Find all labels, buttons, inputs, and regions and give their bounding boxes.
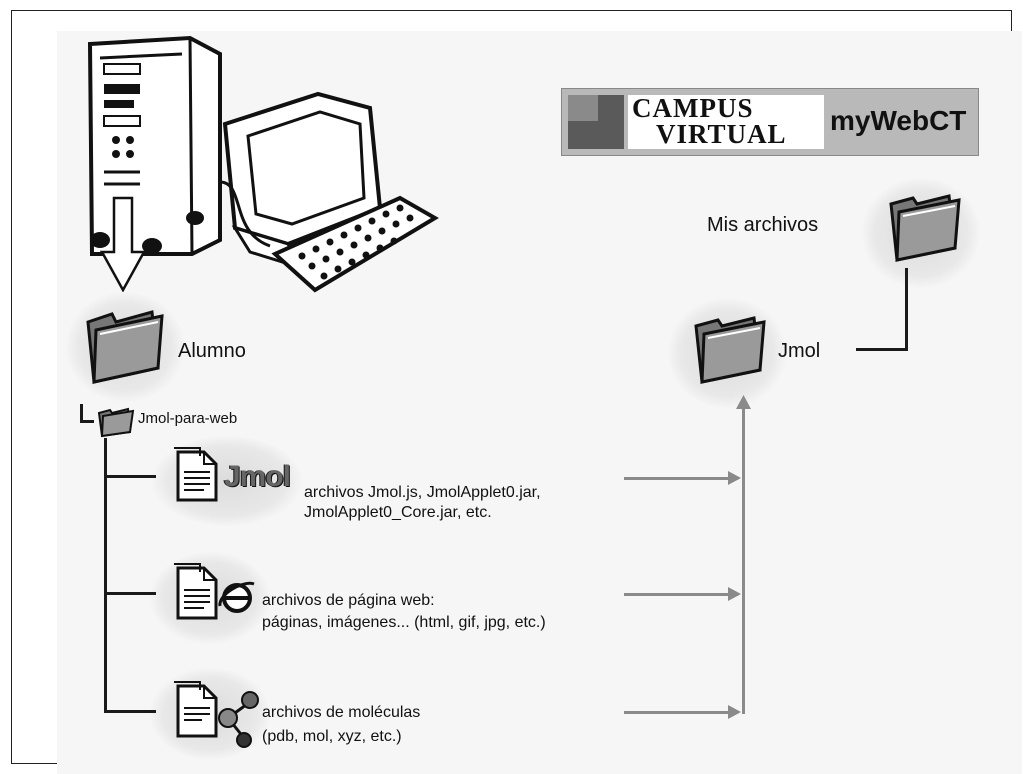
arrow-down-icon bbox=[100, 196, 146, 292]
logo-virtual: VIRTUAL bbox=[656, 119, 787, 149]
mis-archivos-label: Mis archivos bbox=[707, 214, 819, 236]
alumno-label: Alumno bbox=[178, 340, 246, 362]
logo-mark-light bbox=[568, 95, 598, 121]
document-icon bbox=[174, 447, 218, 502]
logo-text-panel bbox=[628, 95, 824, 149]
upload-arrow-line bbox=[624, 593, 738, 596]
arrow-right-icon bbox=[728, 587, 741, 601]
item-jmol-files-line1: archivos Jmol.js, JmolApplet0.jar, bbox=[304, 484, 541, 501]
item-molecule-files-line2: (pdb, mol, xyz, etc.) bbox=[262, 728, 402, 745]
arrow-right-icon bbox=[728, 471, 741, 485]
collector-line bbox=[742, 408, 745, 714]
tree-line bbox=[104, 438, 107, 713]
tree-line bbox=[80, 404, 83, 422]
logo-campus: CAMPUS bbox=[632, 93, 754, 123]
logo-mywebct: myWebCT bbox=[830, 105, 967, 136]
upload-arrow-line bbox=[624, 477, 738, 480]
item-web-files-line1: archivos de página web: bbox=[262, 592, 435, 609]
jmol-folder-label: Jmol bbox=[778, 340, 821, 362]
tree-branch bbox=[104, 592, 156, 595]
molecule-icon bbox=[218, 691, 259, 748]
item-web-files-line2: páginas, imágenes... (html, gif, jpg, et… bbox=[262, 614, 546, 631]
arrow-up-icon bbox=[736, 395, 751, 409]
tree-line bbox=[80, 420, 94, 423]
arrow-right-icon bbox=[728, 705, 741, 719]
upload-arrow-line bbox=[624, 711, 738, 714]
document-icon bbox=[174, 681, 218, 738]
tree-branch bbox=[104, 475, 156, 478]
folder-icon bbox=[86, 310, 164, 384]
connector-line bbox=[905, 268, 908, 351]
document-icon bbox=[174, 563, 218, 620]
folder-icon bbox=[97, 407, 135, 438]
internet-explorer-icon bbox=[218, 581, 255, 613]
folder-icon bbox=[889, 194, 961, 262]
item-jmol-files-line2: JmolApplet0_Core.jar, etc. bbox=[304, 504, 492, 521]
connector-line bbox=[856, 348, 908, 351]
jmol-logo-text: Jmol bbox=[224, 460, 291, 493]
campus-virtual-logo: CAMPUS VIRTUAL myWebCT bbox=[561, 88, 979, 156]
tree-branch bbox=[104, 710, 156, 713]
jmol-para-web-label: Jmol-para-web bbox=[138, 410, 238, 427]
item-molecule-files-line1: archivos de moléculas bbox=[262, 704, 421, 721]
folder-icon bbox=[694, 316, 766, 384]
